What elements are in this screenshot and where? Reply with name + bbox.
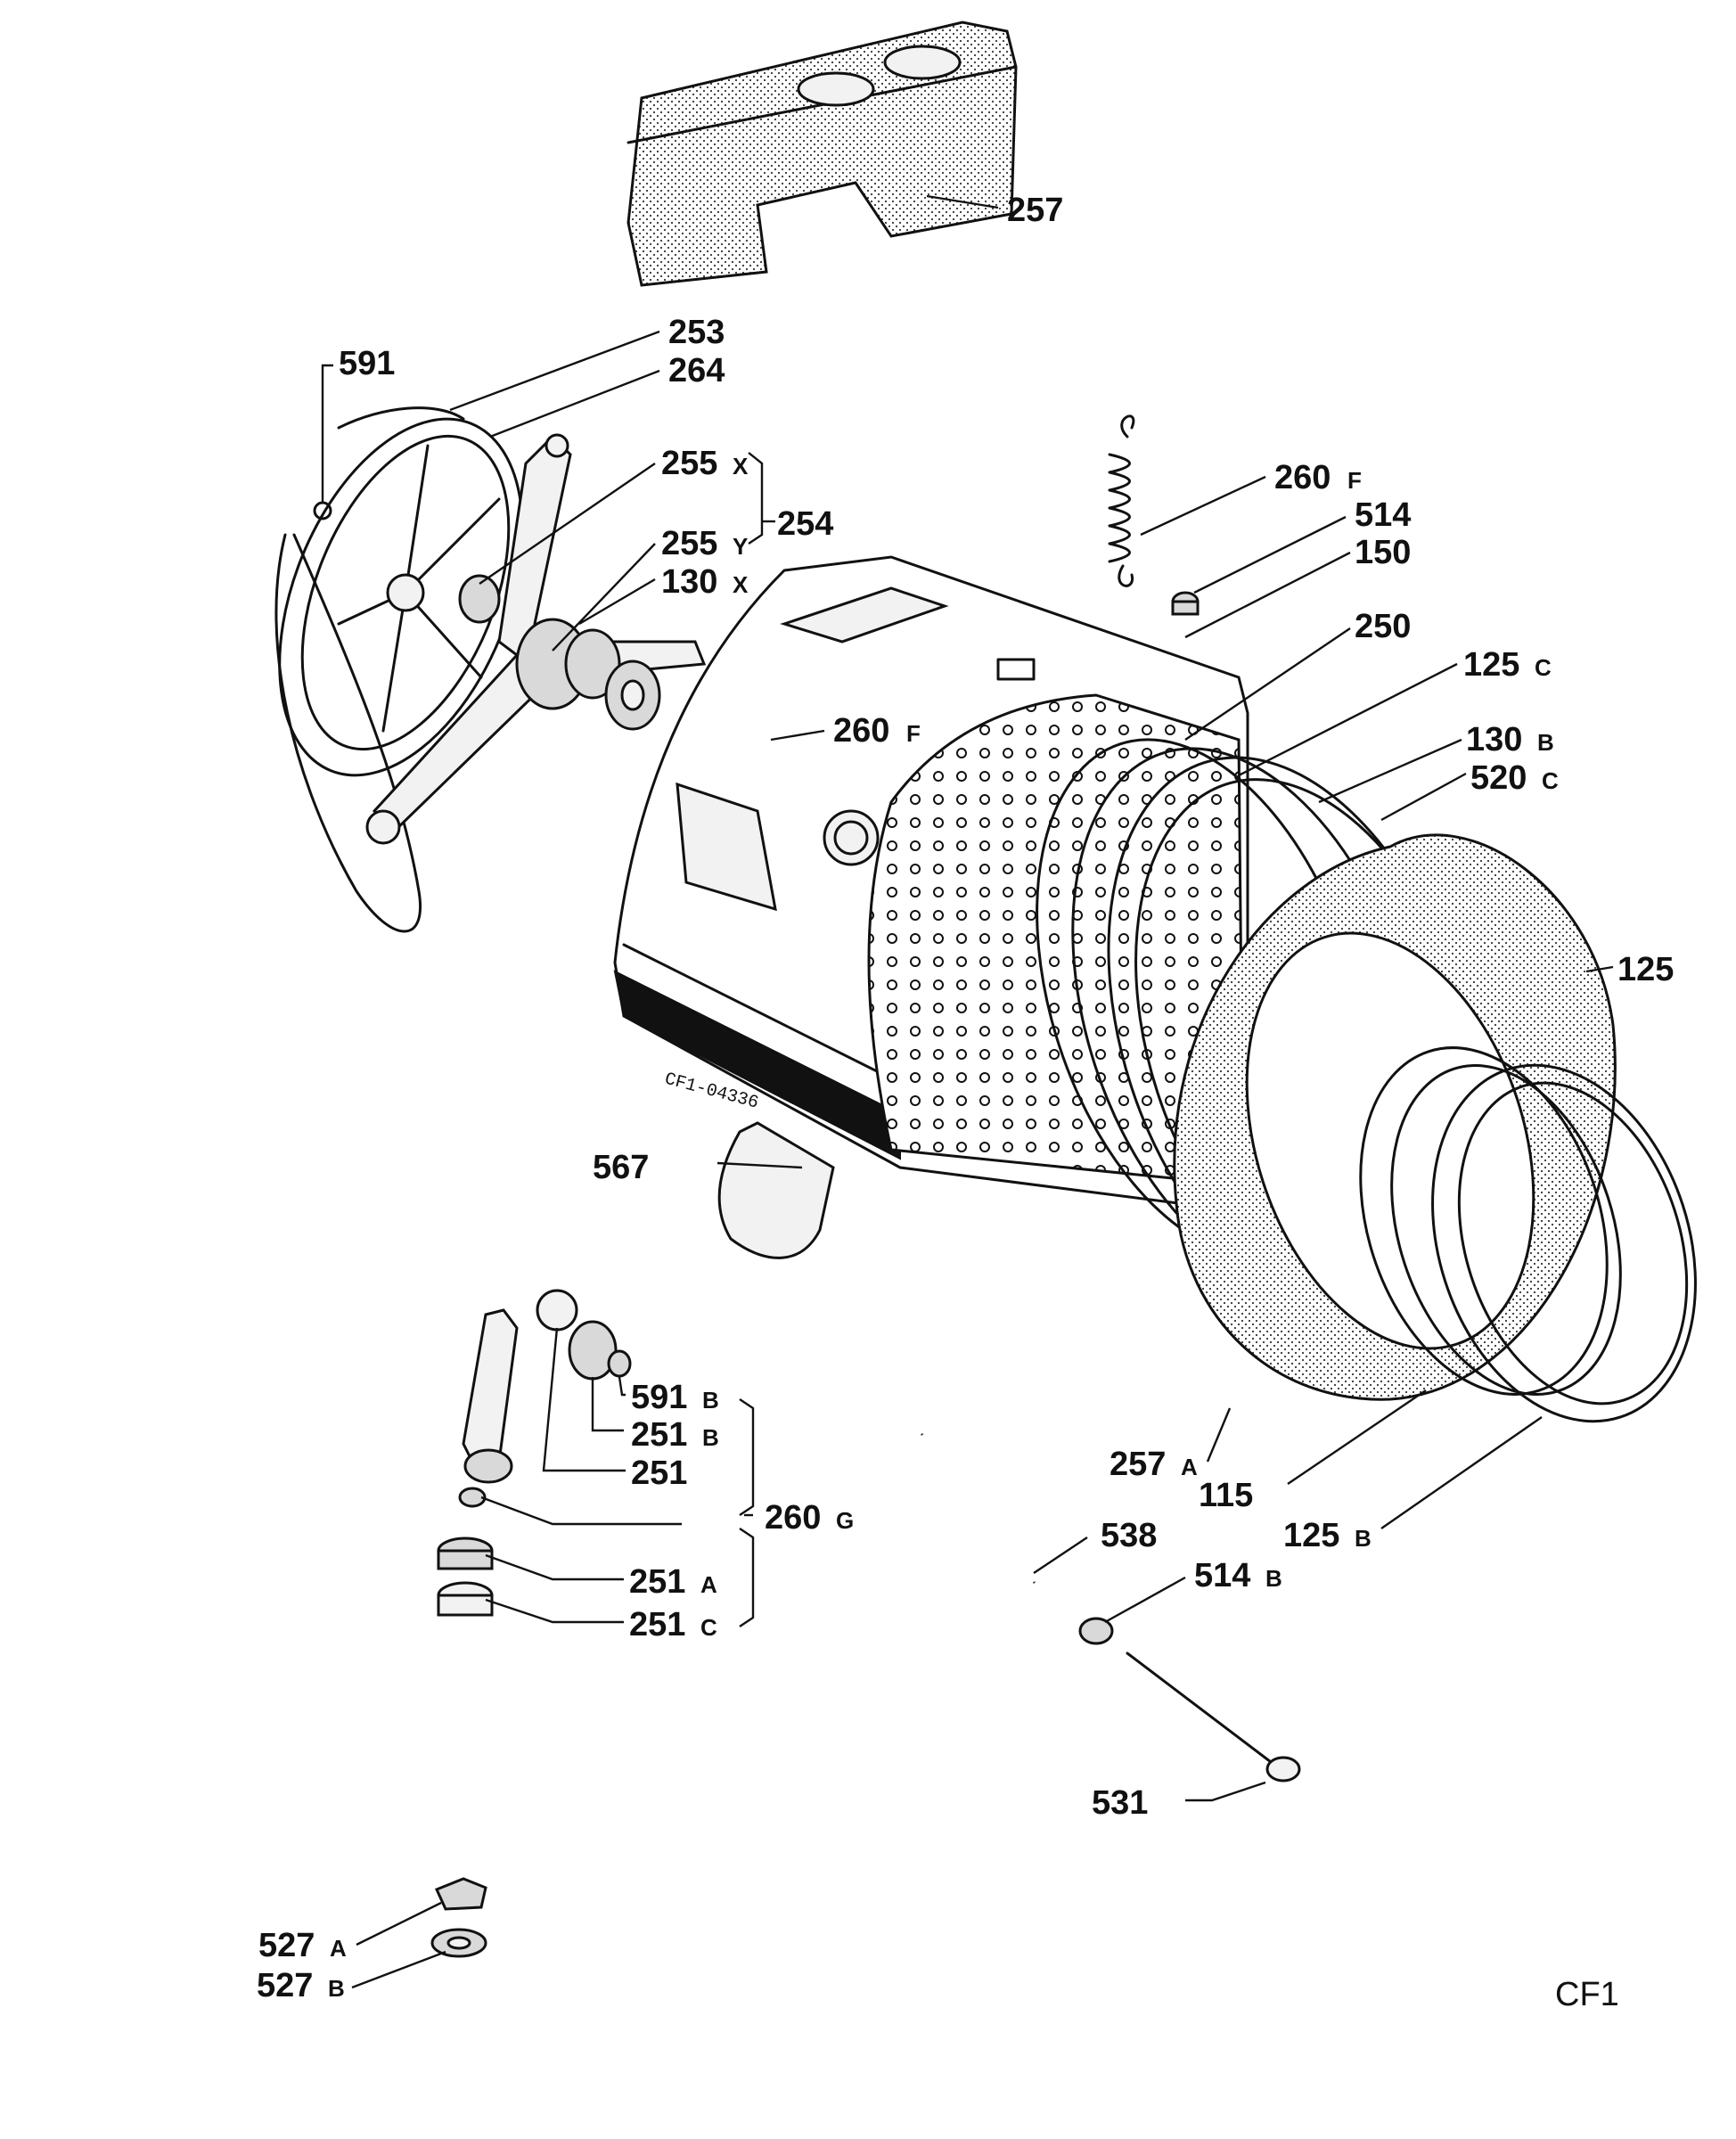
label-125b: 125: [1283, 1517, 1339, 1554]
label-257a-suffix: A: [1181, 1454, 1198, 1480]
label-130x: 130: [661, 563, 717, 601]
label-257a: 257: [1110, 1446, 1166, 1483]
suspension-spring-260f-top: [1108, 414, 1135, 587]
label-251b: 251: [631, 1416, 687, 1454]
label-264: 264: [668, 352, 725, 389]
label-125b-suffix: B: [1355, 1525, 1372, 1552]
label-255y: 255: [661, 525, 717, 562]
label-527b: 527: [257, 1967, 313, 2004]
label-251a-suffix: A: [700, 1571, 717, 1598]
nut-591b: [607, 1349, 632, 1378]
label-125c-suffix: C: [1535, 654, 1552, 681]
bush-514: [1171, 591, 1200, 616]
label-130b: 130: [1466, 721, 1522, 758]
counterweight-257: [626, 20, 1018, 287]
label-260g-suffix: G: [836, 1507, 854, 1534]
part-labels: 257 253 264 591 255 X 254 255 Y 130 X 26…: [257, 192, 1674, 2013]
sheet-code: CF1: [1555, 1976, 1619, 2013]
label-255x-suffix: X: [733, 453, 749, 479]
label-260g: 260: [765, 1499, 821, 1537]
washer-251: [536, 1289, 578, 1332]
label-250: 250: [1355, 608, 1411, 645]
label-527b-suffix: B: [328, 1975, 345, 2002]
sump-flap-567: [717, 1121, 835, 1259]
label-254: 254: [777, 505, 833, 543]
label-531: 531: [1092, 1784, 1148, 1822]
bush-514b: [1078, 1617, 1114, 1645]
label-130x-suffix: X: [733, 571, 749, 598]
leader-lines: [321, 194, 1614, 1989]
label-251b-suffix: B: [702, 1424, 719, 1451]
label-255y-suffix: Y: [733, 533, 748, 560]
label-253: 253: [668, 314, 725, 351]
pin-538: [918, 1431, 1038, 1586]
label-255x: 255: [661, 445, 717, 482]
bearing-255y: [564, 628, 621, 700]
label-251: 251: [631, 1455, 687, 1492]
label-591b-suffix: B: [702, 1387, 719, 1414]
label-251c: 251: [629, 1606, 685, 1643]
label-514b-suffix: B: [1265, 1565, 1282, 1592]
label-520c-suffix: C: [1542, 767, 1559, 794]
label-527a: 527: [258, 1927, 315, 1964]
circlip-591: [313, 501, 332, 520]
label-130b-suffix: B: [1537, 729, 1554, 756]
label-591b: 591: [631, 1379, 687, 1416]
label-260f-mid: 260: [833, 712, 889, 750]
label-251a: 251: [629, 1563, 685, 1601]
label-125: 125: [1617, 951, 1674, 988]
bearing-255x: [458, 574, 501, 624]
label-567: 567: [593, 1149, 649, 1186]
bolt-531: [1126, 1651, 1301, 1782]
label-257: 257: [1007, 192, 1063, 229]
label-125c: 125: [1463, 646, 1519, 684]
label-115: 115: [1199, 1477, 1253, 1514]
foot-527b: [430, 1928, 487, 1958]
label-514b: 514: [1194, 1557, 1250, 1594]
drive-belt-253: [274, 406, 465, 933]
label-538: 538: [1101, 1517, 1157, 1554]
shock-absorber-260g: [437, 1289, 632, 1617]
label-591: 591: [339, 345, 395, 382]
seal-clamp-125b: [1431, 1063, 1697, 1423]
label-514: 514: [1355, 496, 1411, 534]
nut-527a: [434, 1877, 487, 1911]
label-251c-suffix: C: [700, 1614, 717, 1641]
drum-pulley-264: [278, 417, 524, 777]
label-260f-top: 260: [1274, 459, 1331, 496]
label-150: 150: [1355, 534, 1411, 571]
label-520c: 520: [1470, 759, 1527, 797]
label-527a-suffix: A: [330, 1935, 347, 1962]
label-260f-top-suffix: F: [1347, 467, 1362, 494]
drum-spider-254: [365, 433, 707, 845]
label-260f-mid-suffix: F: [906, 720, 921, 747]
